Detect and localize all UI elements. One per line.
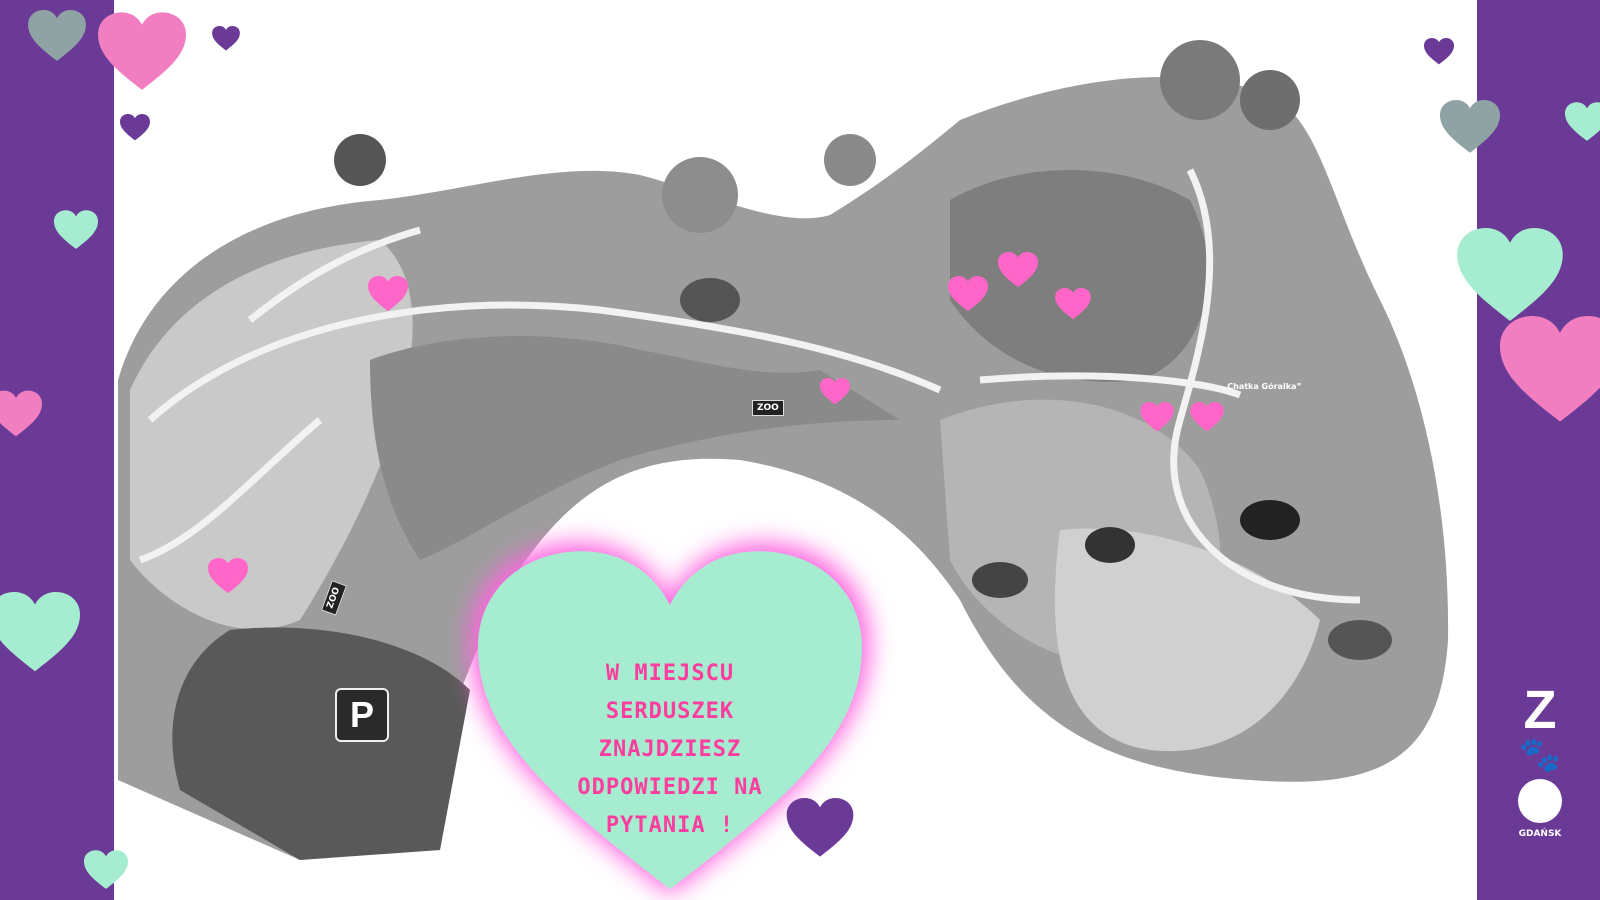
right-purple-border	[1477, 0, 1600, 900]
callout-line: PYTANIA !	[605, 813, 735, 838]
zoo-gdansk-logo: Z 🐾 GDAŃSK	[1510, 680, 1570, 839]
zoo-entrance-sign: ZOO	[752, 400, 784, 416]
map-ground	[118, 40, 1449, 860]
callout-line: W MIEJSCU	[605, 661, 735, 686]
parking-sign: P	[335, 688, 389, 742]
callout-line: ZNAJDZIESZ	[598, 737, 742, 762]
logo-z: Z	[1523, 680, 1557, 740]
logo-gdansk: GDAŃSK	[1518, 829, 1562, 839]
callout-line: SERDUSZEK	[605, 699, 735, 724]
logo-o	[1518, 779, 1562, 823]
chatka-goralka-label: „Chatka Góralka”	[1222, 382, 1302, 391]
left-purple-border	[0, 0, 114, 900]
paw-icon: 🐾	[1518, 735, 1562, 775]
callout-text: W MIEJSCU SERDUSZEK ZNAJDZIESZ ODPOWIEDZ…	[500, 655, 840, 845]
callout-line: ODPOWIEDZI NA	[577, 775, 763, 800]
